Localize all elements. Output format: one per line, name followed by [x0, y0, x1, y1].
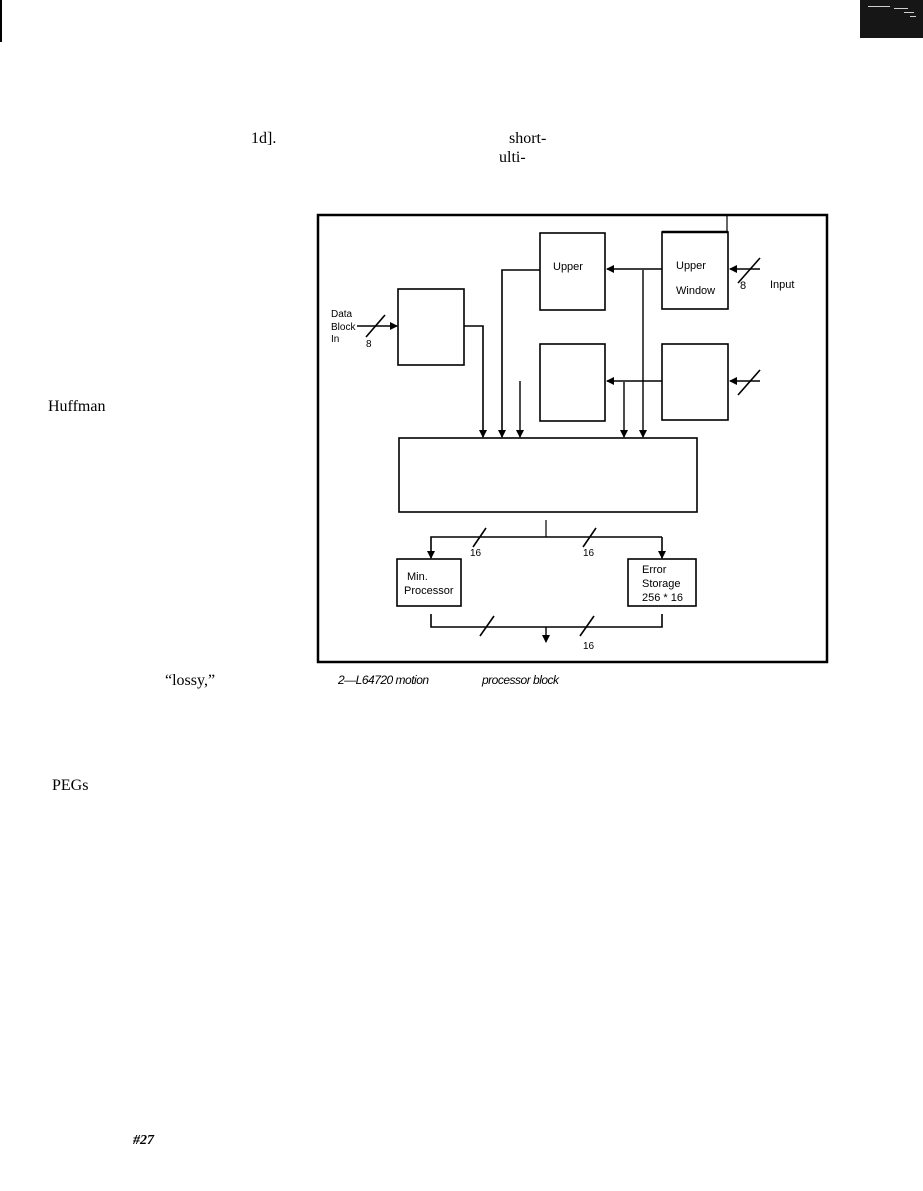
bottom-bus-width: 16 — [583, 641, 595, 652]
upper-register-label: Upper — [553, 261, 583, 273]
error-storage-label-3: 256 * 16 — [642, 592, 683, 604]
lower-register-block — [539, 343, 606, 422]
error-storage-label-1: Error — [642, 564, 667, 576]
processing-array-block — [398, 437, 698, 513]
error-storage-label-2: Storage — [642, 578, 681, 590]
margin-rule — [0, 0, 2, 42]
text-fragment-pegs: PEGs — [52, 777, 89, 794]
upper-register-block — [539, 232, 606, 311]
data-block-in-label-1: Data — [331, 309, 353, 320]
input-bus-width: 8 — [740, 280, 746, 292]
text-fragment-ulti: ulti- — [499, 149, 526, 166]
min-processor-block — [396, 558, 462, 607]
min-processor-label-2: Processor — [404, 585, 454, 597]
upper-window-label-2: Window — [676, 285, 715, 297]
text-fragment-short: short- — [509, 130, 547, 147]
min-processor-label-1: Min. — [407, 571, 428, 583]
data-block-register — [397, 288, 465, 366]
text-fragment-huffman: Huffman — [48, 398, 106, 415]
lower-window-block — [661, 343, 729, 421]
error-bus-width: 16 — [583, 548, 595, 559]
data-block-in-label-2: Block — [331, 322, 356, 333]
data-block-in-label-3: In — [331, 334, 339, 345]
text-fragment-lossy: “lossy,” — [165, 672, 216, 689]
figure-caption-part2: processor block — [482, 673, 559, 687]
input-signal-label: Input — [770, 279, 794, 291]
scan-corner-mark — [860, 0, 923, 38]
figure-frame — [316, 213, 829, 664]
page-folio: #27 — [133, 1133, 154, 1148]
text-fragment-ld: 1d]. — [251, 130, 277, 147]
figure-caption-part1: 2—L64720 motion — [338, 673, 429, 687]
data-in-bus-width: 8 — [366, 339, 372, 350]
error-storage-block — [627, 558, 697, 607]
min-bus-width: 16 — [470, 548, 482, 559]
upper-window-label-1: Upper — [676, 260, 706, 272]
